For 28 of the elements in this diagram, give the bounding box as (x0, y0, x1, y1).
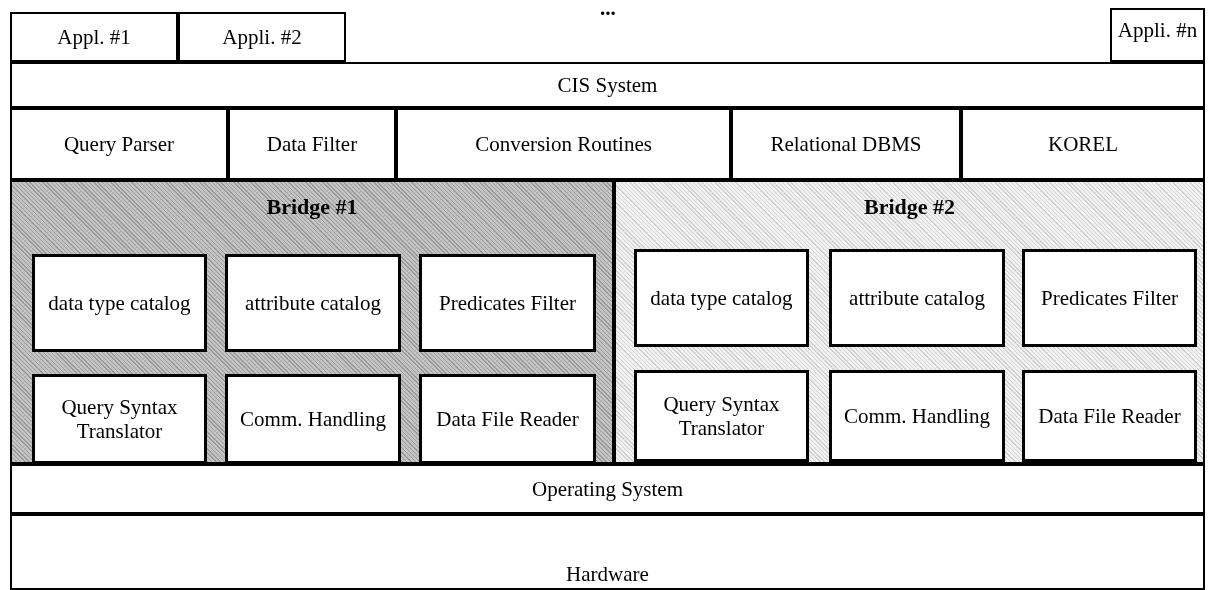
component-box: Query Syntax Translator (634, 370, 809, 462)
bridge-panel (614, 180, 1205, 464)
component-box: attribute catalog (225, 254, 401, 352)
panel-title: Bridge #1 (266, 194, 358, 220)
component-box: Comm. Handling (225, 374, 401, 464)
application-box: Appli. #2 (178, 12, 346, 62)
application-box: Appli. #n (1110, 8, 1205, 62)
component-box: attribute catalog (829, 249, 1005, 347)
component-box: Data File Reader (419, 374, 596, 464)
component-box: Query Syntax Translator (32, 374, 207, 464)
component-box: Predicates Filter (1022, 249, 1197, 347)
component-box: Comm. Handling (829, 370, 1005, 462)
component-box: data type catalog (634, 249, 809, 347)
application-box: Appl. #1 (10, 12, 178, 62)
module-box: KOREL (961, 108, 1205, 180)
component-box: Predicates Filter (419, 254, 596, 352)
layer-bar: CIS System (10, 62, 1205, 108)
module-box: Query Parser (10, 108, 228, 180)
component-box: data type catalog (32, 254, 207, 352)
component-box: Data File Reader (1022, 370, 1197, 462)
bridge-panel (10, 180, 614, 464)
module-box: Relational DBMS (731, 108, 961, 180)
layer-bar: Hardware (10, 514, 1205, 590)
module-box: Data Filter (228, 108, 396, 180)
module-box: Conversion Routines (396, 108, 731, 180)
panel-title: Bridge #2 (863, 194, 956, 220)
ellipsis-text: ... (600, 0, 616, 21)
layer-bar: Operating System (10, 464, 1205, 514)
